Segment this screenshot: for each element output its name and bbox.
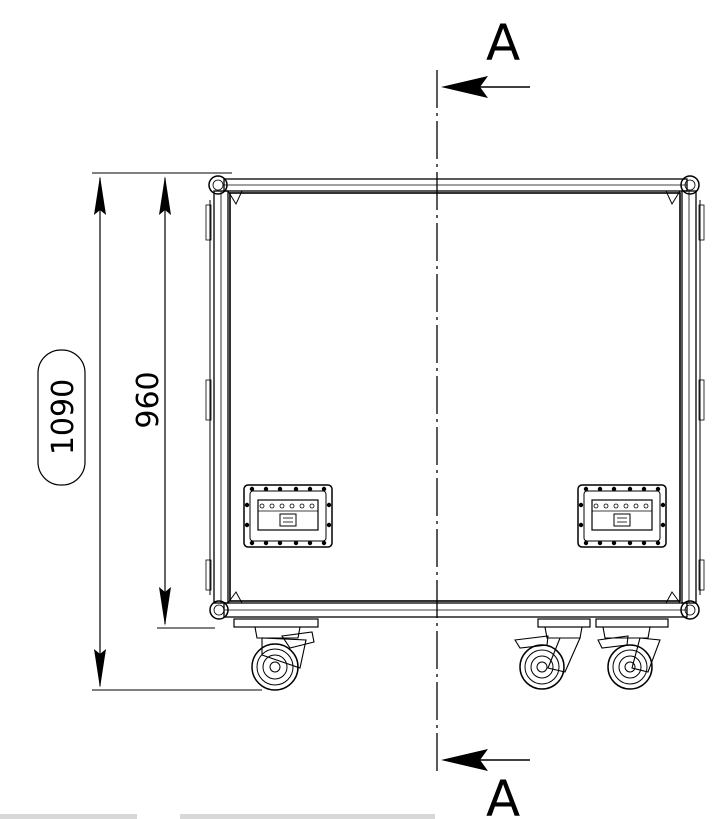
dimension-inner-height: 960 (131, 176, 215, 629)
corner-ball-bottom-left (209, 591, 243, 620)
scrollbar-segment-right[interactable] (180, 814, 435, 819)
castor-left (251, 626, 315, 691)
scrollbar-segment-left[interactable] (0, 814, 137, 819)
dimension-box-1090 (37, 349, 86, 486)
handle-right (577, 484, 667, 548)
castor-plate-left (233, 618, 319, 628)
castor-right (597, 626, 661, 690)
case-panel (229, 192, 681, 602)
handle-left-rivets (244, 486, 332, 546)
dimension-overall-height: 1090 (37, 172, 262, 691)
castor-middle (514, 626, 583, 690)
castor-plate-right (595, 618, 669, 628)
section-label-bottom: A (486, 770, 520, 819)
castor-plate-middle (537, 618, 591, 628)
handle-right-rivets (578, 486, 666, 546)
corner-ball-top-right (665, 175, 700, 206)
dimension-label-1090: 1090 (46, 379, 81, 455)
corner-ball-bottom-right (665, 591, 700, 620)
section-label-top: A (486, 14, 520, 72)
flight-case (205, 175, 705, 691)
handle-left (243, 484, 333, 548)
section-arrow-bottom (441, 749, 530, 771)
section-line: A A (436, 14, 530, 819)
dimension-label-960: 960 (131, 371, 166, 428)
corner-ball-top-left (208, 175, 243, 206)
section-arrow-top (441, 76, 530, 98)
